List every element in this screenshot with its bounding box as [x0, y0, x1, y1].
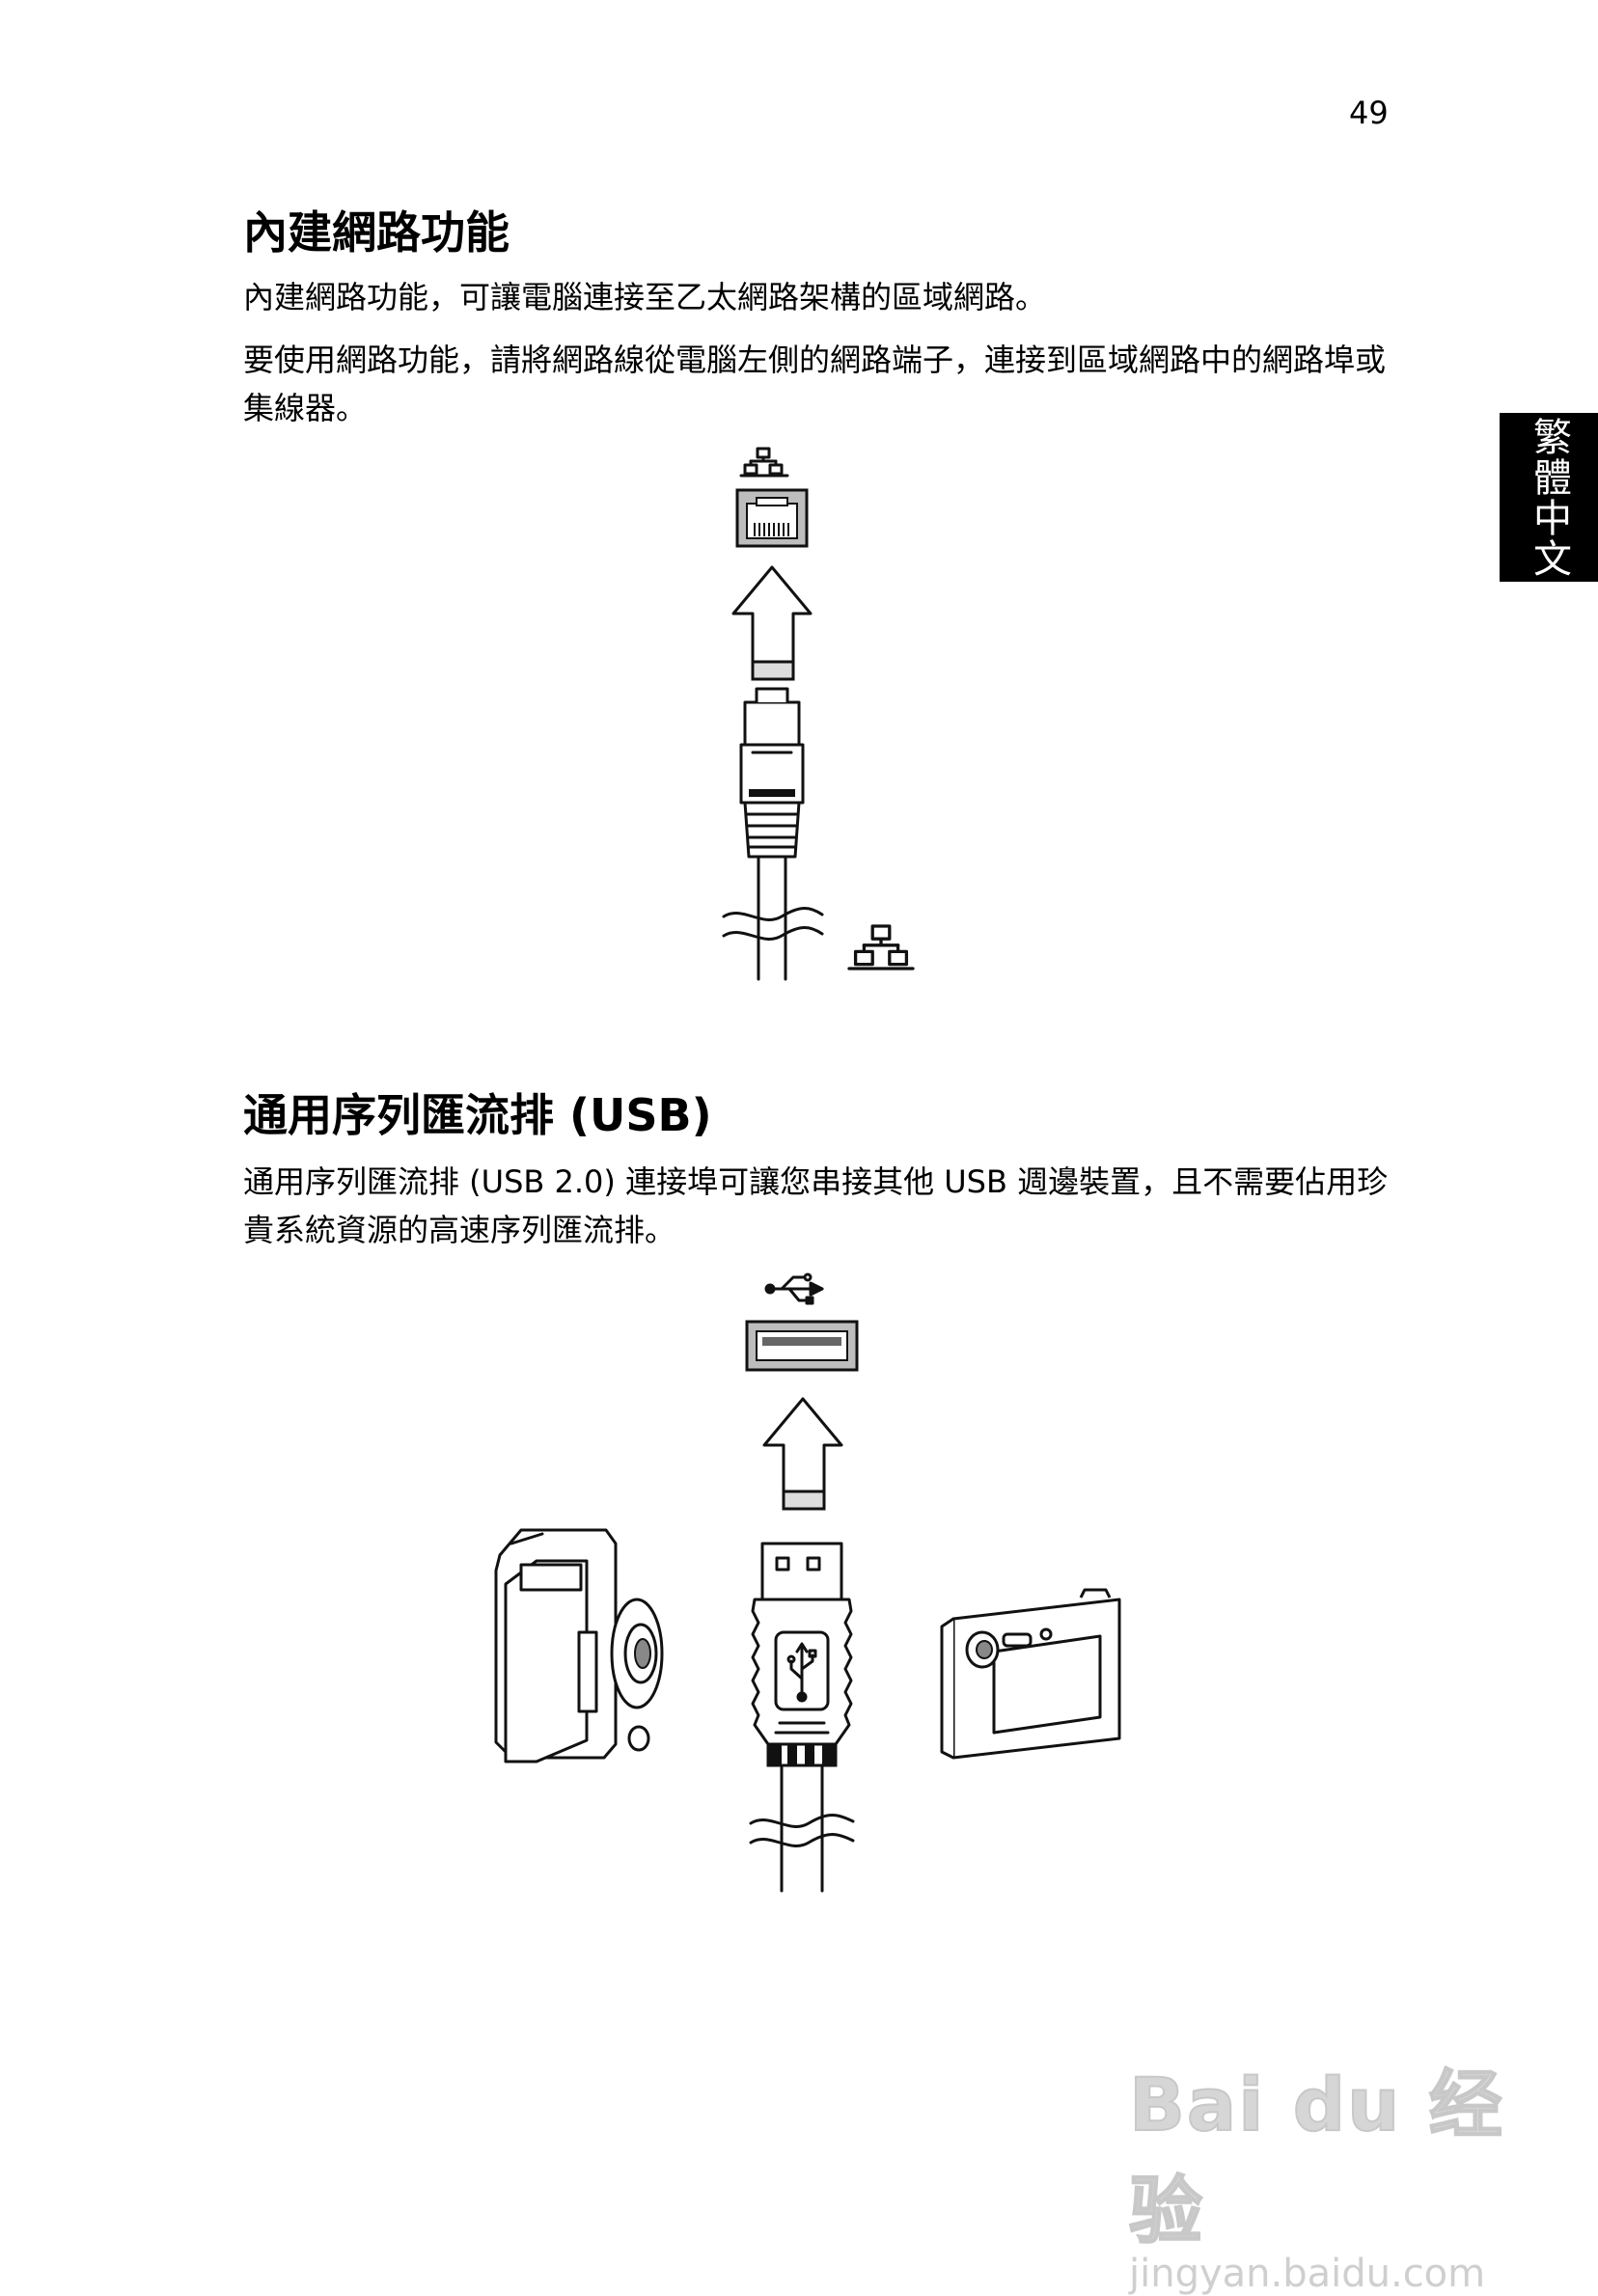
digital-camera-icon [940, 1588, 1121, 1760]
baidu-watermark: Bai du 经验 jingyan.baidu.com [1128, 2045, 1515, 2296]
page-number: 49 [1349, 95, 1389, 131]
network-section-title: 內建網路功能 [243, 206, 510, 259]
language-tab: 繁體中文 [1500, 413, 1598, 582]
ethernet-port-icon [735, 488, 809, 548]
network-icon [847, 924, 915, 970]
network-icon [739, 447, 789, 478]
watermark-brand: Bai du 经验 [1128, 2061, 1504, 2255]
ethernet-connection-illustration [722, 447, 915, 981]
usb-para-1: 通用序列匯流排 (USB 2.0) 連接埠可讓您串接其他 USB 週邊裝置，且不… [243, 1163, 1389, 1248]
usb-port-icon [745, 1320, 859, 1372]
network-para-2: 要使用網路功能，請將網路線從電腦左側的網路端子，連接到區域網路中的網路埠或集線器… [243, 342, 1387, 426]
network-para-1: 內建網路功能，可讓電腦連接至乙太網路架構的區域網路。 [243, 279, 1047, 315]
camcorder-icon [494, 1528, 664, 1763]
language-tab-label: 繁體中文 [1527, 416, 1571, 579]
watermark-url: jingyan.baidu.com [1129, 2252, 1486, 2296]
usb-plug-icon [749, 1542, 855, 1893]
usb-connection-illustration [494, 1272, 1121, 1893]
usb-icon [764, 1272, 824, 1305]
usb-section-title: 通用序列匯流排 (USB) [243, 1089, 712, 1141]
ethernet-plug-icon [722, 687, 824, 981]
